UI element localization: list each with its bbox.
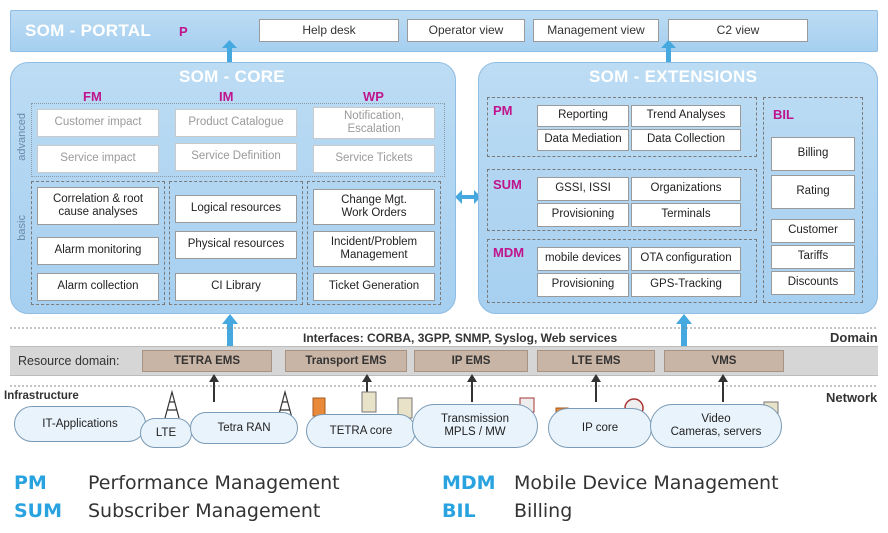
mdm-label: MDM — [493, 245, 525, 260]
organizations-cell: Organizations — [631, 177, 741, 201]
correlation-root-cause-cell: Correlation & root cause analyses — [37, 187, 159, 225]
ota-configuration-cell: OTA configuration — [631, 247, 741, 271]
legend-bil-text: Billing — [514, 500, 573, 522]
legend-pm-text: Performance Management — [88, 472, 340, 494]
legend-mdm-abbr: MDM — [442, 472, 496, 494]
tetra-core-cloud: TETRA core — [306, 414, 416, 448]
transmission-cloud: Transmission MPLS / MW — [412, 404, 538, 448]
management-view-button[interactable]: Management view — [533, 19, 659, 42]
core-col-im: IM — [219, 89, 234, 104]
infrastructure-label: Infrastructure — [4, 390, 79, 402]
portal-bar: SOM - PORTAL P Help desk Operator view M… — [10, 10, 878, 52]
advanced-side-label: advanced — [16, 113, 28, 161]
pm-label: PM — [493, 103, 513, 118]
bil-area — [763, 97, 863, 303]
tariffs-cell: Tariffs — [771, 245, 855, 269]
resource-domain-label: Resource domain: — [18, 354, 120, 368]
lte-ems-box: LTE EMS — [537, 350, 655, 372]
product-catalogue-cell: Product Catalogue — [175, 109, 297, 137]
alarm-collection-cell: Alarm collection — [37, 273, 159, 301]
advanced-area — [31, 103, 445, 177]
ip-ems-box: IP EMS — [414, 350, 528, 372]
som-extensions-panel: SOM - EXTENSIONS PM Reporting Trend Anal… — [478, 62, 878, 314]
wp-basic-area — [307, 181, 441, 305]
transport-ems-box: Transport EMS — [285, 350, 407, 372]
mdm-area — [487, 239, 757, 303]
operator-view-button[interactable]: Operator view — [407, 19, 525, 42]
legend-sum-abbr: SUM — [14, 500, 63, 522]
core-col-wp: WP — [363, 89, 384, 104]
c2-view-button[interactable]: C2 view — [668, 19, 808, 42]
service-definition-cell: Service Definition — [175, 143, 297, 171]
change-mgt-cell: Change Mgt. Work Orders — [313, 189, 435, 225]
tetra-ems-box: TETRA EMS — [142, 350, 272, 372]
bil-label: BIL — [773, 107, 794, 122]
domain-label: Domain — [830, 330, 878, 345]
som-core-panel: SOM - CORE FM IM WP advanced basic Custo… — [10, 62, 456, 314]
mdm-provisioning-cell: Provisioning — [537, 273, 629, 297]
logical-resources-cell: Logical resources — [175, 195, 297, 223]
im-basic-area — [169, 181, 303, 305]
sum-label: SUM — [493, 177, 522, 192]
incident-problem-cell: Incident/Problem Management — [313, 231, 435, 267]
billing-cell: Billing — [771, 137, 855, 171]
vms-box: VMS — [664, 350, 784, 372]
gps-tracking-cell: GPS-Tracking — [631, 273, 741, 297]
physical-resources-cell: Physical resources — [175, 231, 297, 259]
ticket-generation-cell: Ticket Generation — [313, 273, 435, 301]
trend-analyses-cell: Trend Analyses — [631, 105, 741, 127]
core-title: SOM - CORE — [179, 67, 285, 86]
terminals-cell: Terminals — [631, 203, 741, 227]
tetra-ran-cloud: Tetra RAN — [190, 412, 298, 444]
reporting-cell: Reporting — [537, 105, 629, 127]
customer-impact-cell: Customer impact — [37, 109, 159, 137]
portal-p-marker: P — [179, 24, 188, 39]
notification-escalation-cell: Notification, Escalation — [313, 107, 435, 139]
network-label: Network — [826, 390, 878, 405]
ci-library-cell: CI Library — [175, 273, 297, 301]
gssi-issi-cell: GSSI, ISSI — [537, 177, 629, 201]
alarm-monitoring-cell: Alarm monitoring — [37, 237, 159, 265]
extensions-title: SOM - EXTENSIONS — [589, 67, 758, 86]
service-impact-cell: Service impact — [37, 145, 159, 173]
legend-mdm-text: Mobile Device Management — [514, 472, 779, 494]
fm-basic-area — [31, 181, 165, 305]
mobile-devices-cell: mobile devices — [537, 247, 629, 271]
core-col-fm: FM — [83, 89, 102, 104]
data-collection-cell: Data Collection — [631, 129, 741, 151]
data-mediation-cell: Data Mediation — [537, 129, 629, 151]
legend-bil-abbr: BIL — [442, 500, 476, 522]
lte-cloud: LTE — [140, 418, 192, 448]
pm-area — [487, 97, 757, 157]
discounts-cell: Discounts — [771, 271, 855, 295]
legend-sum-text: Subscriber Management — [88, 500, 321, 522]
ip-core-cloud: IP core — [548, 408, 652, 448]
help-desk-button[interactable]: Help desk — [259, 19, 399, 42]
basic-side-label: basic — [16, 215, 28, 241]
portal-title: SOM - PORTAL — [25, 21, 152, 40]
rating-cell: Rating — [771, 175, 855, 209]
sum-provisioning-cell: Provisioning — [537, 203, 629, 227]
service-tickets-cell: Service Tickets — [313, 145, 435, 173]
it-applications-cloud: IT-Applications — [14, 406, 146, 442]
legend-pm-abbr: PM — [14, 472, 47, 494]
customer-cell: Customer — [771, 219, 855, 243]
sum-area — [487, 169, 757, 231]
interfaces-text: Interfaces: CORBA, 3GPP, SNMP, Syslog, W… — [303, 331, 618, 345]
video-cloud: Video Cameras, servers — [650, 404, 782, 448]
